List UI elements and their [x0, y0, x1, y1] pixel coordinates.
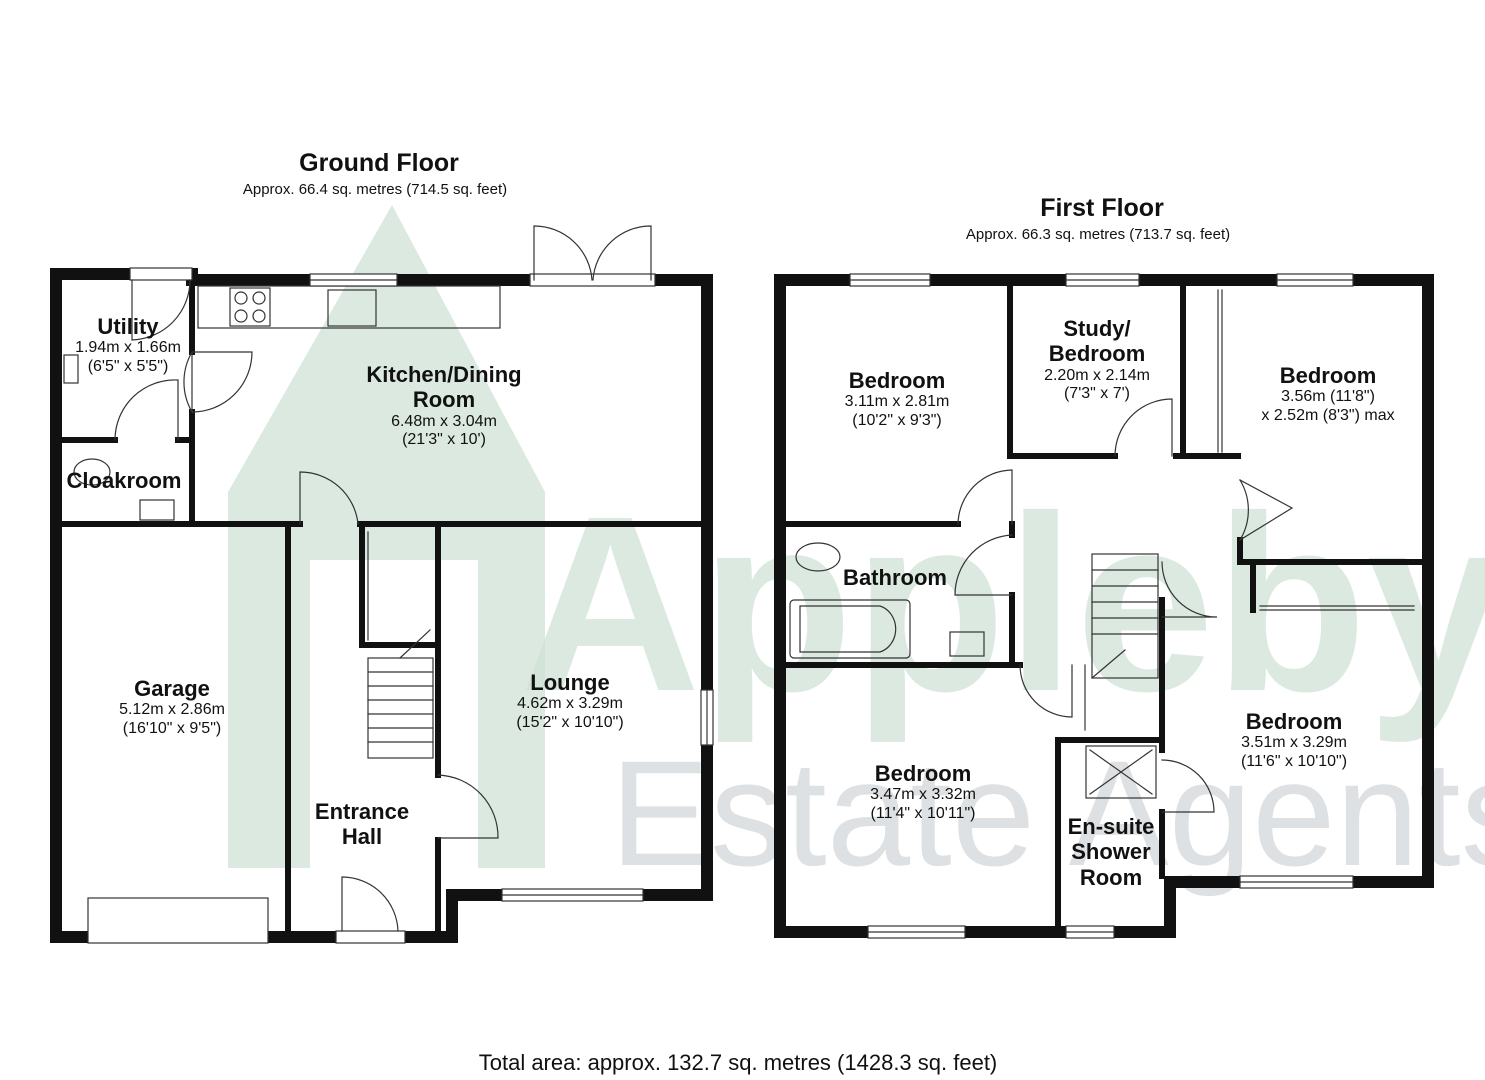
bedroom-rear-left-label: Bedroom 3.47m x 3.32m (11'4" x 10'11")	[870, 761, 976, 823]
study-name-line-2: Bedroom	[1048, 341, 1146, 367]
cloakroom-wc	[73, 458, 111, 486]
bedroom-front-left-dims-imperial: (10'2" x 9'3")	[852, 411, 942, 429]
garage-door	[87, 897, 269, 944]
ground-floor-area: Approx. 66.4 sq. metres (714.5 sq. feet)	[242, 181, 508, 198]
bedroom-rear-right-door-swing	[1161, 561, 1218, 618]
bedroom-rear-right-label: Bedroom 3.51m x 3.29m (11'6" x 10'10")	[1241, 709, 1347, 771]
hall-door-swing	[299, 471, 359, 525]
bathroom-basin	[949, 631, 985, 657]
bedroom-rear-right-dims-imperial: (11'6" x 10'10")	[1240, 752, 1348, 770]
bedroom-rear-right-name: Bedroom	[1245, 709, 1343, 734]
first-internal-walls	[783, 283, 1425, 929]
watermark-roof-shape	[228, 205, 545, 868]
ground-fixtures	[63, 225, 714, 944]
bathroom-door-swing	[954, 534, 1013, 596]
ensuite-shower-tray	[1085, 745, 1157, 799]
bedroom-front-left-dims-metric: 3.11m x 2.81m	[844, 393, 950, 411]
study-name-line-1: Study/	[1063, 316, 1131, 341]
bedroom-rear-left-dims-metric: 3.47m x 3.32m	[870, 786, 976, 804]
lounge-door-swing	[437, 774, 499, 839]
utility-external-door	[129, 267, 193, 281]
cloakroom-label: Cloakroom	[67, 468, 182, 493]
ground-floor-title: Ground Floor	[299, 149, 459, 177]
bedroom-front-right-name: Bedroom	[1279, 363, 1377, 388]
garage-dims-imperial: (16'10" x 9'5")	[122, 719, 222, 737]
kitchen-sink	[327, 289, 377, 327]
bedroom-front-right-door-swing	[1239, 479, 1249, 541]
utility-name: Utility	[97, 314, 159, 339]
ground-floor-plan	[50, 225, 714, 944]
first-fixtures	[789, 273, 1415, 939]
kitchen-hob	[229, 287, 271, 327]
kitchen-name-line-1: Kitchen/Dining	[366, 362, 522, 387]
ensuite-name-line-1: En-suite	[1067, 814, 1155, 839]
ensuite-door-swing	[1161, 759, 1215, 813]
first-floor-area: Approx. 66.3 sq. metres (713.7 sq. feet)	[965, 226, 1231, 243]
bedroom-front-right-dims-line-1: 3.56m (11'8")	[1281, 388, 1375, 406]
cloakroom-door-swing	[114, 379, 179, 441]
bedroom-front-left-door-swing	[957, 469, 1013, 525]
lounge-dims-metric: 4.62m x 3.29m	[517, 695, 623, 713]
study-label: Study/ Bedroom 2.20m x 2.14m (7'3" x 7')	[1044, 316, 1150, 403]
entrance-name-line-2: Hall	[341, 824, 383, 850]
utility-sink	[63, 354, 79, 384]
garage-label: Garage 5.12m x 2.86m (16'10" x 9'5")	[119, 676, 225, 738]
bedroom-rear-right-dims-metric: 3.51m x 3.29m	[1241, 734, 1347, 752]
lounge-label: Lounge 4.62m x 3.29m (15'2" x 10'10")	[516, 670, 623, 732]
utility-label: Utility 1.94m x 1.66m (6'5" x 5'5")	[75, 314, 181, 376]
bedroom-front-right-dims-line-2: x 2.52m (8'3") max	[1261, 406, 1395, 424]
utility-dims-metric: 1.94m x 1.66m	[75, 339, 181, 357]
ground-stairs	[367, 629, 434, 759]
bathroom-wc	[795, 542, 841, 572]
lounge-dims-imperial: (15'2" x 10'10")	[516, 713, 624, 731]
total-area: Total area: approx. 132.7 sq. metres (14…	[478, 1050, 998, 1075]
cloakroom-basin	[139, 499, 175, 521]
bedroom-front-left-name: Bedroom	[848, 368, 946, 393]
bedroom-rear-left-door-swing	[1019, 664, 1073, 718]
kitchen-dims-metric: 6.48m x 3.04m	[391, 412, 497, 430]
utility-dims-imperial: (6'5" x 5'5")	[87, 357, 169, 375]
watermark: Appleby's Estate Agents	[228, 205, 1485, 897]
bathroom-bath	[789, 599, 911, 659]
watermark-tagline: Estate Agents	[610, 729, 1485, 897]
bedroom-front-left-label: Bedroom 3.11m x 2.81m (10'2" x 9'3")	[845, 368, 950, 430]
entrance-name-line-1: Entrance	[314, 799, 410, 824]
bedroom-rear-left-name: Bedroom	[874, 761, 972, 786]
bedroom-rear-left-dims-imperial: (11'4" x 10'11")	[870, 804, 976, 822]
first-floor-title: First Floor	[1040, 194, 1164, 222]
kitchen-dims-imperial: (21'3" x 10')	[402, 430, 486, 448]
cloakroom-name: Cloakroom	[66, 468, 182, 493]
kitchen-name-line-2: Room	[412, 387, 476, 413]
bedroom-front-right-label: Bedroom 3.56m (11'8") x 2.52m (8'3") max	[1261, 363, 1394, 425]
study-dims-metric: 2.20m x 2.14m	[1044, 366, 1150, 384]
bathroom-label: Bathroom	[843, 565, 947, 590]
first-floor-plan	[774, 273, 1434, 939]
utility-door-swing	[131, 279, 191, 341]
first-external-walls	[774, 274, 1434, 938]
ensuite-name-line-2: Shower	[1071, 839, 1151, 865]
first-stairs	[1084, 553, 1159, 731]
kitchen-label: Kitchen/Dining Room 6.48m x 3.04m (21'3"…	[366, 362, 521, 449]
ground-internal-walls	[59, 277, 704, 934]
utility-internal-door-swing	[183, 351, 193, 415]
study-door-swing	[1114, 398, 1173, 457]
bathroom-name: Bathroom	[843, 565, 947, 590]
garage-dims-metric: 5.12m x 2.86m	[119, 701, 225, 719]
lounge-name: Lounge	[530, 670, 610, 695]
ensuite-name-line-3: Room	[1079, 864, 1143, 890]
study-dims-imperial: (7'3" x 7')	[1063, 384, 1131, 402]
ensuite-label: En-suite Shower Room	[1068, 814, 1155, 890]
front-door	[335, 930, 406, 944]
garage-name: Garage	[134, 676, 210, 701]
watermark-brand: Appleby's	[520, 464, 1485, 743]
entrance-hall-label: Entrance Hall	[315, 799, 409, 850]
